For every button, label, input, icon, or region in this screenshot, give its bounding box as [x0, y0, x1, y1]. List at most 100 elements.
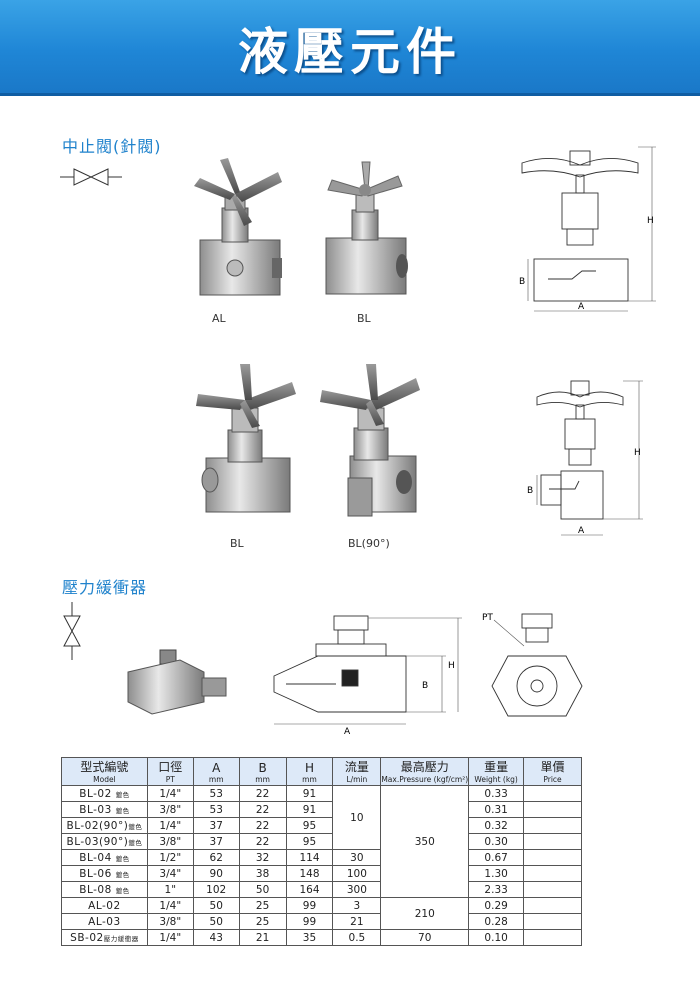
cell-b: 32	[238, 849, 287, 866]
th-price: 單價	[523, 757, 582, 775]
cell-a: 50	[192, 897, 240, 914]
cell-price	[523, 785, 582, 802]
cell-b: 22	[238, 817, 287, 834]
cell-pt: 1/2"	[146, 849, 194, 866]
table-row: BL-03 鍍色 3/8" 53 22 91 0.31	[61, 801, 582, 818]
cell-price	[523, 881, 582, 898]
cell-pt: 3/8"	[146, 913, 194, 930]
th-b-sub: mm	[238, 775, 287, 786]
cell-pt: 3/8"	[146, 833, 194, 850]
dim-label-pt: PT	[482, 613, 493, 623]
photo-caption-bl-bottom: BL	[230, 537, 244, 550]
cell-price	[523, 897, 582, 914]
table-row: SB-02壓力緩衝器 1/4" 43 21 35 0.5 70 0.10	[61, 929, 582, 946]
photo-caption-al: AL	[212, 312, 226, 325]
snubber-front-diagram: PT	[482, 613, 583, 717]
section-title-needle-valve: 中止閥(針閥)	[62, 137, 162, 156]
cell-b: 25	[238, 913, 287, 930]
cell-h: 91	[285, 801, 334, 818]
cell-weight: 0.29	[468, 897, 525, 914]
th-pressure-sub: Max.Pressure (kgf/cm²)	[380, 775, 470, 786]
table-row: AL-02 1/4" 50 25 99 3 210 0.29	[61, 897, 582, 930]
cell-h: 91	[285, 785, 334, 802]
cell-h: 95	[285, 833, 334, 850]
dim-label-a-3: A	[344, 727, 351, 737]
header-banner	[0, 0, 700, 93]
th-pressure: 最高壓力	[380, 757, 470, 775]
th-a: A	[192, 757, 240, 775]
cell-flow: 3	[332, 897, 382, 914]
cell-b: 38	[238, 865, 287, 882]
valve-photo-bl-90	[320, 364, 420, 517]
cell-a: 102	[192, 881, 240, 898]
cell-price	[523, 833, 582, 850]
cell-h: 164	[285, 881, 334, 898]
cell-model: BL-06 鍍色	[61, 865, 148, 882]
cell-flow: 30	[332, 849, 382, 866]
cell-pt: 1/4"	[146, 929, 194, 946]
dim-label-b-3: B	[422, 681, 428, 691]
cell-a: 53	[192, 801, 240, 818]
cell-model: SB-02壓力緩衝器	[61, 929, 148, 946]
th-a-sub: mm	[192, 775, 240, 786]
cell-a: 50	[192, 913, 240, 930]
th-pt-sub: PT	[146, 775, 194, 786]
spec-table: 型式編號 口徑 A B H 流量 最高壓力 重量 單價 Model PT mm …	[61, 757, 582, 946]
cell-a: 43	[192, 929, 240, 946]
cell-h: 95	[285, 817, 334, 834]
table-row: BL-06 鍍色 3/4" 90 38 148 100 1.30	[61, 865, 582, 882]
th-weight-sub: Weight (kg)	[468, 775, 525, 786]
photo-caption-bl-90: BL(90°)	[348, 537, 390, 550]
cell-b: 50	[238, 881, 287, 898]
cell-h: 99	[285, 897, 334, 914]
cell-h: 114	[285, 849, 334, 866]
cell-flow-merged: 10	[332, 785, 382, 850]
cell-model: BL-03(90°)鍍色	[61, 833, 148, 850]
page-title: 液壓元件	[238, 22, 462, 81]
table-row: BL-02(90°)鍍色 1/4" 37 22 95 0.32	[61, 817, 582, 834]
valve-photo-al	[194, 158, 282, 296]
dim-label-b-2: B	[527, 486, 533, 496]
snubber-photo	[127, 649, 227, 715]
cell-pressure: 70	[380, 929, 470, 946]
cell-pt: 3/4"	[146, 865, 194, 882]
cell-weight: 1.30	[468, 865, 525, 882]
th-h: H	[285, 757, 334, 775]
cell-weight: 0.10	[468, 929, 525, 946]
valve-photo-bl	[325, 161, 408, 295]
cell-b: 21	[238, 929, 287, 946]
table-header-row: 型式編號 口徑 A B H 流量 最高壓力 重量 單價	[61, 757, 582, 775]
cell-pt: 1/4"	[146, 785, 194, 802]
table-row: AL-03 3/8" 50 25 99 21 0.28	[61, 913, 582, 930]
cell-pt: 1/4"	[146, 817, 194, 834]
cell-price	[523, 865, 582, 882]
th-model-sub: Model	[61, 775, 148, 786]
cell-a: 90	[192, 865, 240, 882]
cell-a: 53	[192, 785, 240, 802]
cell-flow: 0.5	[332, 929, 382, 946]
cell-model: BL-08 鍍色	[61, 881, 148, 898]
snubber-dimension-diagram: B H A	[273, 615, 462, 737]
valve-photo-bl-2	[196, 364, 296, 513]
cell-b: 22	[238, 801, 287, 818]
cell-weight: 2.33	[468, 881, 525, 898]
cell-h: 148	[285, 865, 334, 882]
cell-model: BL-03 鍍色	[61, 801, 148, 818]
table-row: BL-03(90°)鍍色 3/8" 37 22 95 0.30	[61, 833, 582, 850]
th-pt: 口徑	[146, 757, 194, 775]
needle-valve-dimension-diagram: H B A	[519, 146, 656, 312]
th-weight: 重量	[468, 757, 525, 775]
cell-b: 25	[238, 897, 287, 914]
header-underline	[0, 93, 700, 96]
cell-weight: 0.33	[468, 785, 525, 802]
cell-b: 22	[238, 833, 287, 850]
dim-label-h-2: H	[634, 448, 641, 458]
cell-a: 62	[192, 849, 240, 866]
cell-flow: 100	[332, 865, 382, 882]
cell-model: BL-02(90°)鍍色	[61, 817, 148, 834]
cell-flow: 300	[332, 881, 382, 898]
cell-weight: 0.32	[468, 817, 525, 834]
table-row: BL-08 鍍色 1" 102 50 164 300 2.33	[61, 881, 582, 898]
snubber-symbol-icon	[63, 602, 81, 660]
cell-h: 99	[285, 913, 334, 930]
